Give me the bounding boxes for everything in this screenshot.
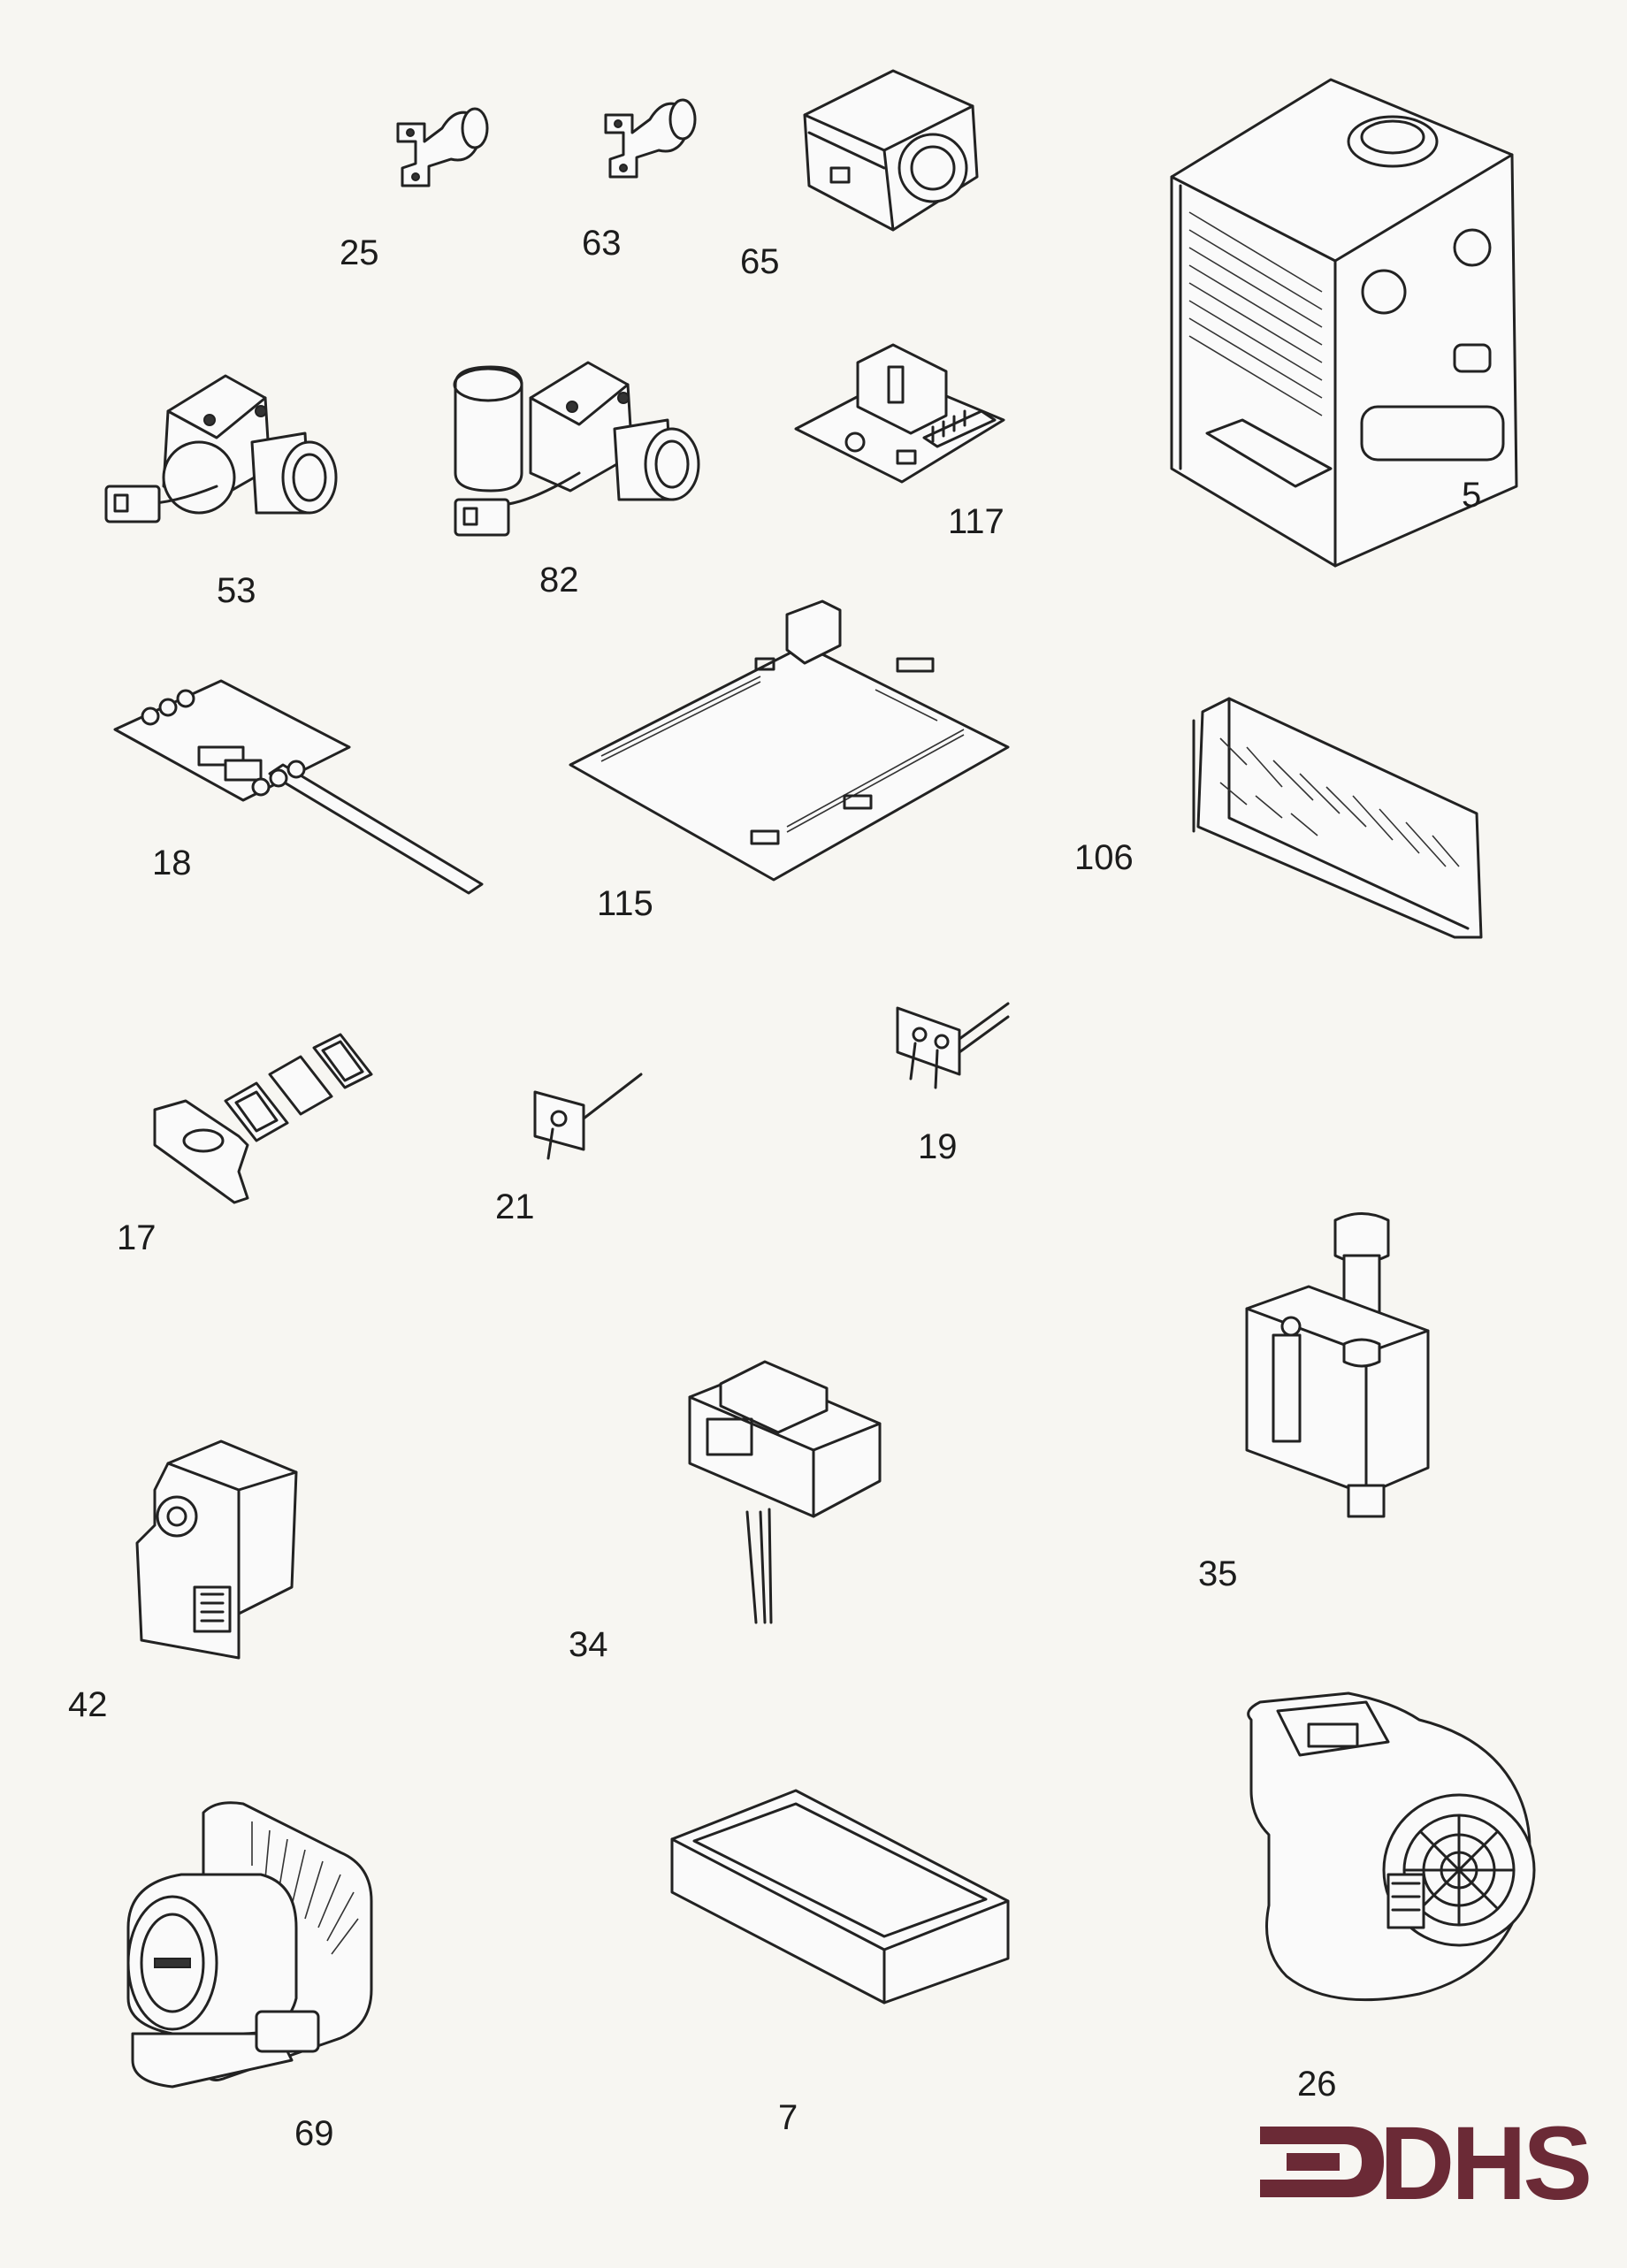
part-label: 5 — [1462, 476, 1482, 515]
part-label: 65 — [740, 242, 780, 281]
part-63-clip-icon — [597, 80, 721, 186]
part-19-ignition-electrode-icon — [893, 990, 1012, 1092]
part-65-cover-box-icon — [796, 62, 986, 239]
part-42-gas-valve-icon — [124, 1437, 301, 1662]
part-label: 26 — [1297, 2065, 1337, 2104]
part-label: 106 — [1074, 838, 1134, 877]
part-label: 25 — [340, 233, 379, 272]
part-label: 69 — [294, 2114, 334, 2153]
dhs-logo-text: DHS — [1379, 2105, 1593, 2222]
part-label: 7 — [778, 2098, 798, 2137]
part-25-clip-icon — [389, 88, 513, 195]
part-label: 21 — [495, 1187, 535, 1226]
dhs-logo-icon — [1251, 2109, 1587, 2215]
part-26-fan-icon — [1225, 1684, 1561, 2012]
part-label: 63 — [582, 224, 622, 263]
part-label: 115 — [597, 884, 653, 923]
part-7-case-cover-icon — [668, 1786, 1012, 2007]
part-label: 19 — [918, 1127, 958, 1166]
part-18-control-pcb-ribbon-icon — [111, 676, 484, 897]
part-106-plate-heat-exchanger-icon — [1185, 685, 1486, 942]
part-5-heat-exchanger-housing-icon — [1154, 71, 1525, 568]
part-label: 53 — [217, 571, 256, 610]
part-label: 42 — [68, 1685, 108, 1724]
part-69-pump-icon — [119, 1795, 385, 2100]
part-label: 82 — [539, 561, 579, 599]
part-117-small-pcb-icon — [791, 332, 1008, 491]
part-115-main-pcb-icon — [566, 597, 1012, 889]
part-34-transformer-icon — [681, 1357, 884, 1627]
part-label: 34 — [569, 1625, 608, 1664]
part-53-valve-actuator-icon — [102, 363, 349, 557]
part-21-flame-sensor-electrode-icon — [531, 1065, 645, 1163]
part-label: 18 — [152, 844, 192, 882]
part-35-condensate-trap-icon — [1238, 1203, 1437, 1530]
part-82-motorised-valve-icon — [447, 349, 703, 553]
part-17-gasket-set-icon — [150, 1030, 376, 1204]
part-label: 17 — [117, 1218, 157, 1257]
part-label: 35 — [1198, 1554, 1238, 1593]
part-label: 117 — [948, 502, 1004, 541]
